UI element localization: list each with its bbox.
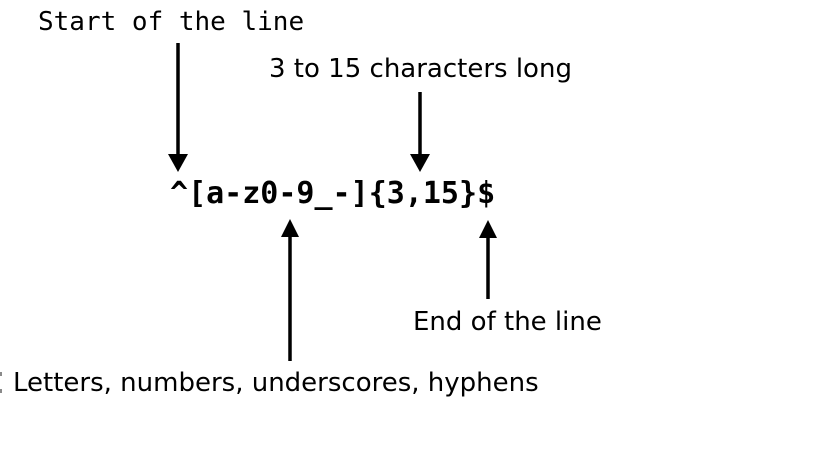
left-edge-artifact <box>0 389 2 393</box>
arrow-end-of-line-up <box>479 220 497 299</box>
arrow-length-down <box>410 92 430 172</box>
regex-quantifier: {3,15} <box>368 176 478 211</box>
arrowhead-up-icon <box>479 220 497 238</box>
regex-caret: ^ <box>170 176 189 211</box>
arrow-charset-up <box>281 219 299 361</box>
arrowhead-down-icon <box>168 154 188 172</box>
arrow-start-of-line-down <box>168 43 188 172</box>
arrowhead-down-icon <box>410 154 430 172</box>
regex-char-class: [a-z0-9_-] <box>188 176 369 211</box>
regex-dollar: $ <box>477 176 496 211</box>
end-of-line-label: End of the line <box>413 307 602 337</box>
left-edge-artifact <box>0 372 2 376</box>
charset-label: Letters, numbers, underscores, hyphens <box>13 368 539 398</box>
arrowhead-up-icon <box>281 219 299 237</box>
regex-pattern: ^[a-z0-9_-]{3,15}$ <box>170 179 495 209</box>
length-label: 3 to 15 characters long <box>269 54 572 84</box>
start-of-line-label: Start of the line <box>38 7 305 37</box>
